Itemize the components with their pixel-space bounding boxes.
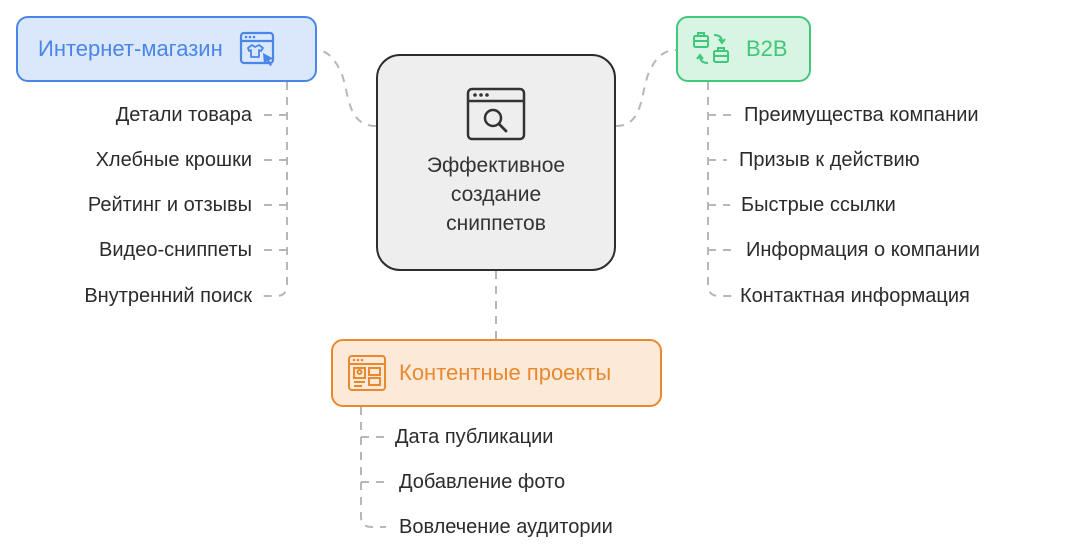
business-exchange-icon [692,30,732,68]
shop-item-2: Хлебные крошки [95,149,252,171]
branch-b2b-label: B2B [746,36,788,61]
search-window-icon [466,87,526,141]
shop-item-5: Внутренний поиск [84,285,252,307]
content-item-2: Добавление фото [399,471,566,493]
central-topic-title: Эффективное создание сниппетов [427,151,565,238]
shop-window-icon [239,31,277,67]
shop-item-4: Видео-сниппеты [99,239,252,261]
b2b-item-5: Контактная информация [740,285,970,307]
b2b-item-2: Призыв к действию [739,149,920,171]
branch-content-projects: Контентные проекты [331,339,662,407]
branch-online-shop: Интернет-магазин [16,16,317,82]
shop-item-3: Рейтинг и отзывы [87,194,252,216]
central-title-line-1: Эффективное [426,154,566,177]
central-title-line-3: сниппетов [446,212,546,235]
content-layout-icon [347,354,387,392]
shop-item-1: Детали товара [115,104,252,126]
branch-online-shop-label: Интернет-магазин [38,36,223,61]
central-topic-box: Эффективное создание сниппетов [376,54,616,271]
b2b-item-4: Информация о компании [746,239,980,261]
branch-content-label: Контентные проекты [399,360,612,385]
central-title-line-2: создание [450,183,542,206]
b2b-item-1: Преимущества компании [744,104,979,126]
branch-b2b: B2B [676,16,811,82]
content-item-3: Вовлечение аудитории [399,516,613,538]
content-item-1: Дата публикации [395,426,554,448]
b2b-item-3: Быстрые ссылки [741,194,896,216]
